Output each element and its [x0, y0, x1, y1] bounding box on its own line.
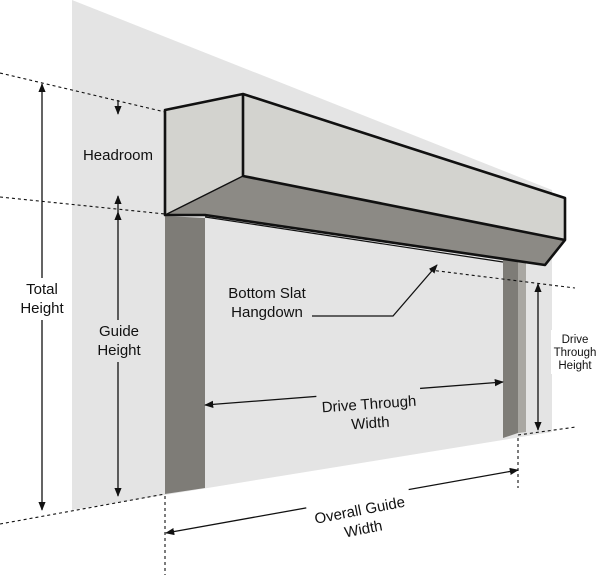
box-front-face [243, 94, 565, 240]
svg-text:Height: Height [20, 300, 64, 317]
total-height-label: Total Height [17, 278, 67, 320]
right-guide-rail [503, 259, 518, 438]
right-guide-side [518, 261, 526, 433]
extension-lines [0, 72, 577, 575]
drive-through-height-label: Drive Through Height [551, 330, 599, 374]
svg-text:Drive Through: Drive Through [321, 393, 417, 417]
svg-text:Through: Through [554, 347, 597, 359]
svg-text:Bottom Slat: Bottom Slat [228, 285, 306, 302]
svg-text:Drive: Drive [562, 334, 589, 346]
drive-through-width-label: Drive Through Width [316, 384, 423, 436]
hangdown-leader [312, 264, 438, 317]
svg-text:Height: Height [558, 360, 592, 372]
box-underside [165, 176, 565, 265]
box-outline-inner [164, 175, 244, 216]
left-guide-rail [165, 216, 205, 494]
svg-text:Guide: Guide [99, 323, 139, 340]
svg-text:Total: Total [26, 281, 58, 298]
svg-text:Height: Height [97, 342, 141, 359]
headroom-label: Headroom [83, 147, 153, 164]
bottom-slat-hangdown-label: Bottom Slat Hangdown [228, 285, 306, 321]
svg-text:Width: Width [351, 414, 390, 434]
overall-guide-width-label: Overall Guide Width [305, 486, 417, 550]
box-end-face [165, 94, 243, 215]
svg-text:Hangdown: Hangdown [231, 304, 303, 321]
guide-height-label: Guide Height [92, 320, 146, 362]
bottom-slat-edge [204, 216, 504, 263]
